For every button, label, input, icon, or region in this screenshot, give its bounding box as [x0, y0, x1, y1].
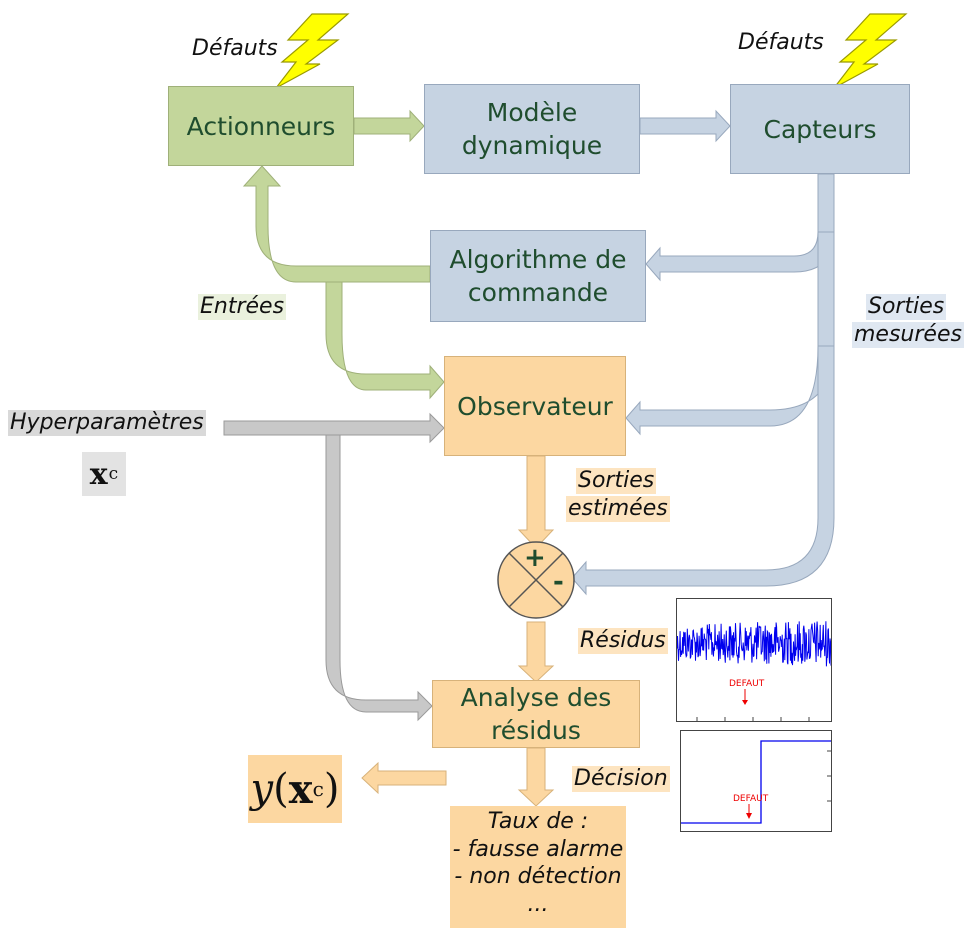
- modele-label-line1: Modèle: [486, 98, 578, 127]
- residus-label: Résidus: [578, 628, 668, 655]
- arrow-hyper-to-observateur: [223, 412, 445, 444]
- arrow-commande-to-actionneurs: [242, 165, 431, 283]
- actionneurs-label: Actionneurs: [186, 111, 336, 141]
- modele-label-line2: dynamique: [461, 131, 603, 160]
- arrow-taux-to-output: [361, 761, 447, 795]
- taux-line1: Taux de :: [487, 809, 589, 834]
- residus-plot: DEFAUT: [676, 598, 832, 722]
- residus-defaut-arrowhead: [742, 700, 748, 705]
- sorties-estimees-line2: estimées: [566, 496, 670, 523]
- modele-dynamique-box: Modèle dynamique: [424, 84, 640, 174]
- sorties-estimees-line1: Sorties: [576, 468, 657, 495]
- arrow-entrees-to-observateur: [325, 281, 445, 400]
- sorties-mesurees-line1: Sorties: [866, 294, 947, 321]
- minus-sign: -: [553, 567, 564, 597]
- algo-label-line2: commande: [467, 278, 609, 307]
- arrow-capteurs-to-comparator: [571, 345, 835, 596]
- y-symbol: y: [250, 766, 274, 812]
- arrow-actionneurs-to-modele: [353, 109, 425, 143]
- algorithme-commande-box: Algorithme de commande: [430, 230, 646, 322]
- x-symbol: x: [89, 456, 108, 492]
- residus-plot-svg: DEFAUT: [676, 621, 832, 721]
- sorties-mesurees-line2: mesurées: [852, 322, 964, 349]
- defauts-right-label: Défauts: [738, 30, 824, 55]
- x-symbol-output: x: [288, 765, 313, 813]
- analyse-label-line1: Analyse des: [460, 683, 612, 712]
- capteurs-box: Capteurs: [730, 84, 910, 174]
- lightning-bolt-icon: [833, 13, 908, 89]
- arrow-comparator-to-analyse: [517, 621, 555, 683]
- analyse-label-line2: résidus: [491, 716, 581, 745]
- defauts-left-label: Défauts: [192, 36, 278, 61]
- arrow-capteurs-trunk: [645, 173, 835, 282]
- taux-line2: - fausse alarme: [452, 836, 624, 862]
- actionneurs-box: Actionneurs: [168, 86, 354, 166]
- decision-defaut-marker: DEFAUT: [733, 794, 769, 804]
- analyse-residus-box: Analyse des résidus: [432, 680, 640, 748]
- capteurs-label: Capteurs: [763, 114, 877, 144]
- entrees-label: Entrées: [198, 294, 287, 321]
- plus-sign: +: [524, 543, 546, 573]
- summing-junction-icon: [497, 541, 575, 619]
- observateur-label: Observateur: [457, 391, 613, 421]
- lightning-bolt-icon: [275, 13, 350, 89]
- c-subscript: c: [108, 464, 119, 484]
- hyperparametres-label: Hyperparamètres: [8, 410, 206, 437]
- decision-label: Décision: [572, 766, 670, 793]
- residus-signal: [676, 621, 832, 667]
- arrow-hyper-to-analyse: [325, 434, 433, 722]
- c-subscript-output: c: [312, 777, 324, 801]
- taux-line3: - non détection: [454, 864, 622, 889]
- decision-plot: DEFAUT: [680, 730, 832, 832]
- algo-label-line1: Algorithme de: [449, 245, 627, 274]
- taux-line4: ...: [527, 891, 549, 917]
- decision-signal: [681, 740, 831, 824]
- arrow-observateur-to-comparator: [517, 455, 555, 549]
- decision-plot-svg: DEFAUT: [681, 740, 831, 824]
- decision-defaut-arrowhead: [746, 813, 752, 819]
- arrow-modele-to-capteurs: [639, 109, 731, 143]
- taux-box: Taux de : - fausse alarme - non détectio…: [450, 806, 626, 928]
- observateur-box: Observateur: [444, 356, 626, 456]
- residus-defaut-marker: DEFAUT: [729, 679, 765, 689]
- arrow-analyse-to-taux: [517, 747, 555, 807]
